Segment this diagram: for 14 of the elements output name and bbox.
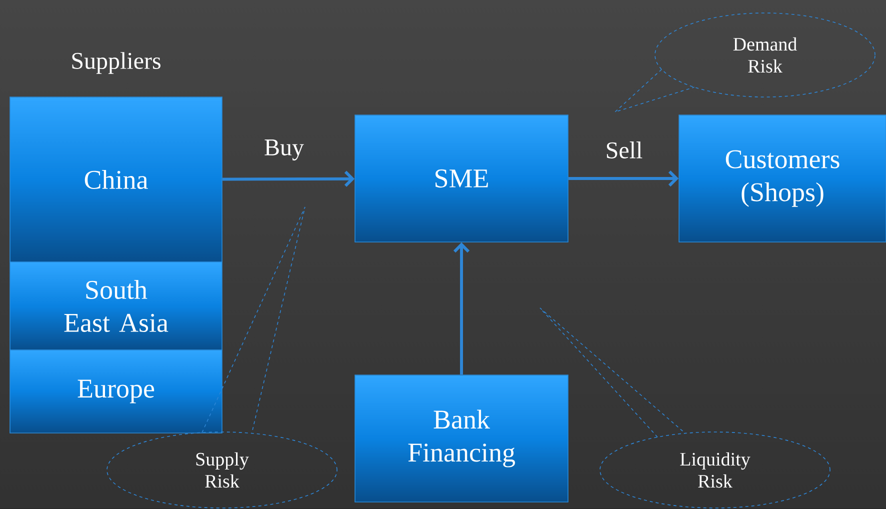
edge-label: Sell (606, 142, 642, 158)
process-box: China (10, 96, 222, 262)
arrow (568, 170, 679, 187)
process-box: Customers (Shops) (678, 114, 886, 242)
process-box: Bank Financing (354, 374, 568, 502)
arrow (222, 170, 355, 187)
process-box: SME (354, 114, 568, 242)
arrow (453, 242, 470, 375)
process-box: South East Asia (10, 262, 222, 350)
process-box: Europe (10, 350, 222, 434)
group-heading: Suppliers (72, 52, 160, 74)
callout-bubble: Liquidity Risk (540, 308, 830, 508)
edge-label: Buy (264, 140, 304, 160)
callout-bubble: Demand Risk (613, 12, 876, 113)
